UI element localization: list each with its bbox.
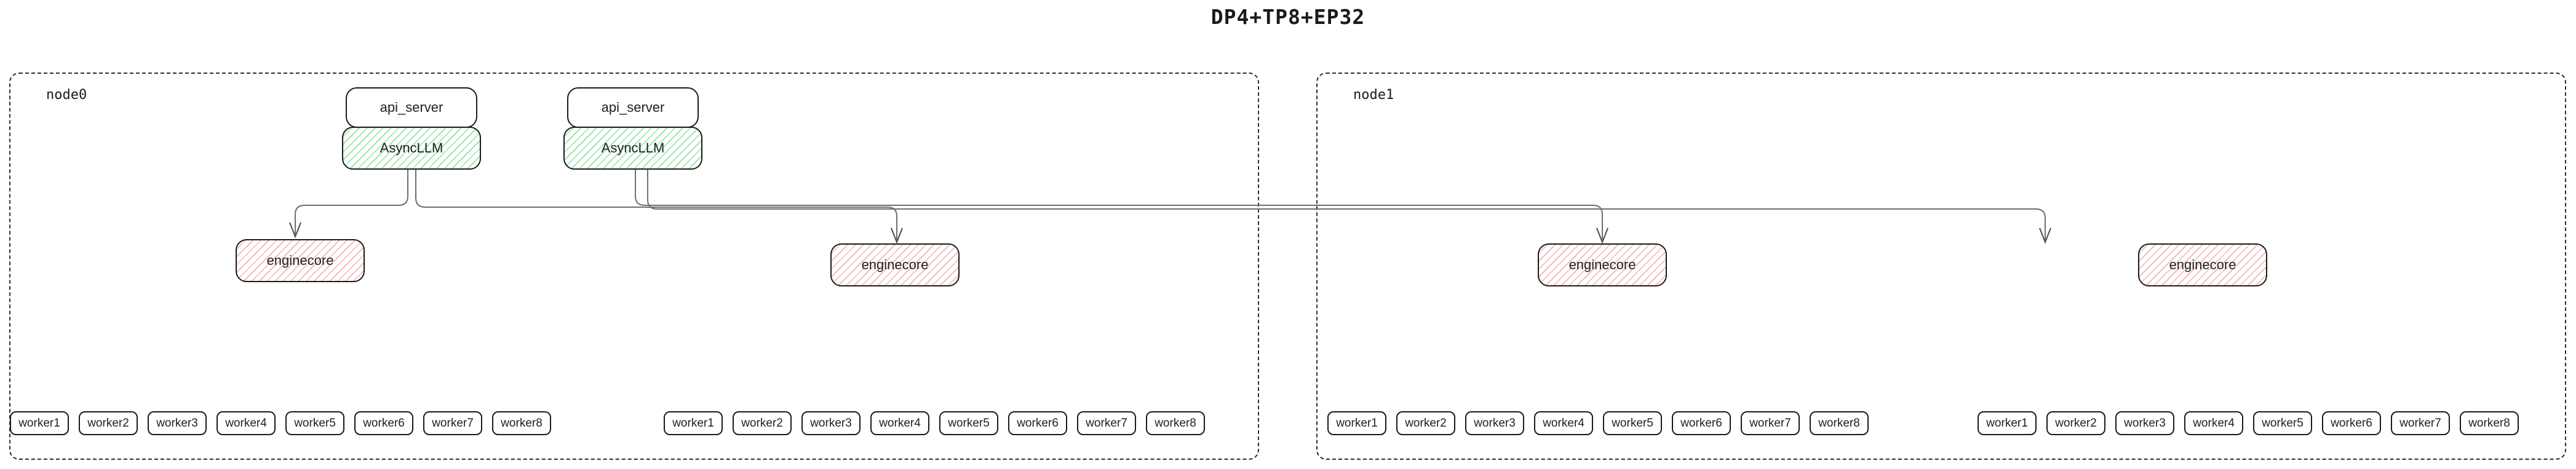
node1-label: node1 <box>1353 87 1394 103</box>
worker-box: worker6 <box>1008 411 1067 435</box>
worker-group-2: worker1 worker2 worker3 worker4 worker5 worke… <box>664 411 1205 435</box>
worker-box: worker1 <box>10 411 69 435</box>
worker-box: worker2 <box>79 411 138 435</box>
worker-box: worker3 <box>2115 411 2174 435</box>
worker-box: worker3 <box>1465 411 1524 435</box>
api-server-box-1: api_server <box>346 87 477 128</box>
node-node1: node1 <box>1316 73 2566 460</box>
worker-group-1: worker1 worker2 worker3 worker4 worker5 worke… <box>10 411 551 435</box>
worker-group-3: worker1 worker2 worker3 worker4 worker5 worke… <box>1327 411 1869 435</box>
enginecore-box-3: enginecore <box>1538 243 1667 286</box>
worker-box: worker1 <box>1327 411 1386 435</box>
worker-box: worker5 <box>939 411 998 435</box>
worker-box: worker7 <box>1741 411 1800 435</box>
worker-box: worker1 <box>1978 411 2037 435</box>
worker-box: worker2 <box>733 411 792 435</box>
diagram-title: DP4+TP8+EP32 <box>1210 5 1366 29</box>
worker-box: worker4 <box>870 411 929 435</box>
worker-box: worker6 <box>354 411 413 435</box>
worker-group-4: worker1 worker2 worker3 worker4 worker5 worke… <box>1978 411 2519 435</box>
api-server-box-2: api_server <box>567 87 699 128</box>
worker-box: worker4 <box>217 411 276 435</box>
enginecore-box-2: enginecore <box>830 243 960 286</box>
enginecore-box-4: enginecore <box>2138 243 2267 286</box>
worker-box: worker2 <box>2046 411 2105 435</box>
node-node0: node0 <box>9 73 1259 460</box>
worker-box: worker8 <box>2460 411 2519 435</box>
enginecore-box-1: enginecore <box>236 239 365 282</box>
worker-box: worker8 <box>492 411 551 435</box>
asyncllm-box-2: AsyncLLM <box>563 127 702 170</box>
worker-box: worker8 <box>1146 411 1205 435</box>
node0-label: node0 <box>46 87 87 103</box>
worker-box: worker5 <box>285 411 344 435</box>
worker-box: worker1 <box>664 411 723 435</box>
worker-box: worker5 <box>1603 411 1662 435</box>
worker-box: worker3 <box>801 411 861 435</box>
worker-box: worker4 <box>2184 411 2243 435</box>
worker-box: worker3 <box>148 411 207 435</box>
worker-box: worker7 <box>2391 411 2450 435</box>
asyncllm-box-1: AsyncLLM <box>342 127 481 170</box>
worker-box: worker2 <box>1396 411 1455 435</box>
worker-box: worker6 <box>2322 411 2381 435</box>
worker-box: worker7 <box>1077 411 1136 435</box>
worker-box: worker7 <box>423 411 482 435</box>
worker-box: worker4 <box>1534 411 1593 435</box>
worker-box: worker8 <box>1810 411 1869 435</box>
worker-box: worker5 <box>2253 411 2312 435</box>
worker-box: worker6 <box>1672 411 1731 435</box>
